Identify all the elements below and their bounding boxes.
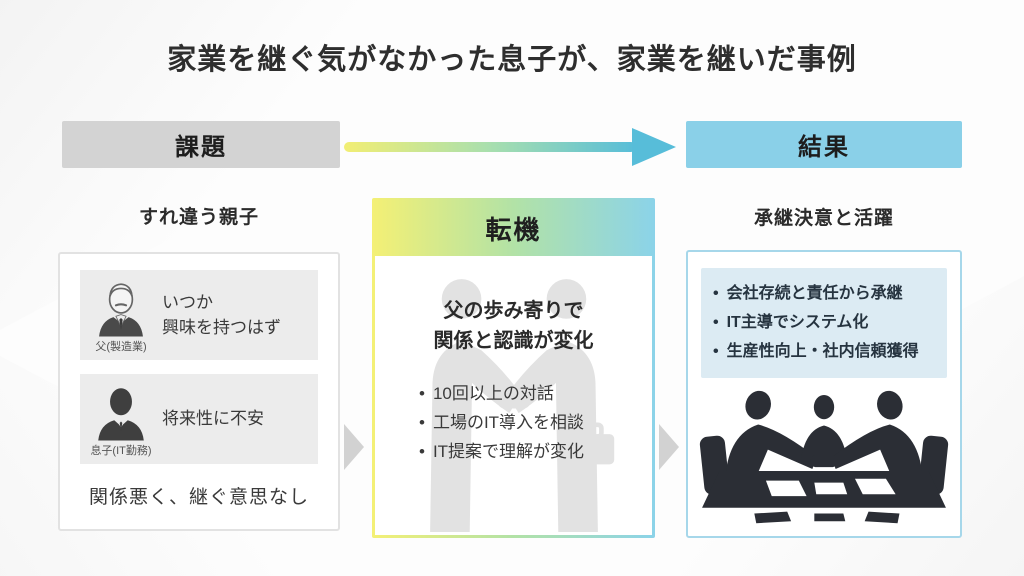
result-column-heading: 承継決意と活躍 [753,208,894,229]
turning-point-list: • 10回以上の対話 • 工場のIT導入を相談 • IT提案で理解が変化 [375,380,652,467]
problem-box: 父(製造業) いつか 興味を持つはず 息子(IT勤務) 将来性に不安 関係悪く、… [58,252,340,531]
result-list: • 会社存続と責任から承継 • IT主導でシステム化 • 生産性向上・社内信頼獲… [713,280,943,366]
turning-point-content: 父の歩み寄りで 関係と認識が変化 • 10回以上の対話 • 工場のIT導入を相談… [375,256,652,535]
list-item: • 生産性向上・社内信頼獲得 [713,338,943,367]
list-item: • 工場のIT導入を相談 [419,409,652,438]
list-item: • IT主導でシステム化 [713,309,943,338]
list-item-text: IT提案で理解が変化 [432,441,585,461]
list-item-text: 会社存続と責任から承継 [726,285,903,302]
chevron-right-icon [659,424,679,470]
problem-summary: 関係悪く、継ぐ意思なし [88,487,309,508]
flow-arrow-icon [344,128,676,166]
handshake-silhouette-icon [429,279,614,532]
son-label: 息子(IT勤務) [90,444,152,457]
list-item: • IT提案で理解が変化 [419,438,652,467]
father-icon [99,282,143,337]
father-label: 父(製造業) [95,340,147,353]
list-item: • 会社存続と責任から承継 [713,280,943,309]
bullet-icon: • [713,342,719,360]
result-header-label: 結果 [798,134,850,161]
son-icon-block: 息子(IT勤務) [80,381,162,458]
son-text: 将来性に不安 [162,409,264,429]
result-box: • 会社存続と責任から承継 • IT主導でシステム化 • 生産性向上・社内信頼獲… [686,250,962,538]
list-item-text: 工場のIT導入を相談 [432,412,585,432]
list-item-text: IT主導でシステム化 [726,313,869,331]
turning-point-headline: 父の歩み寄りで 関係と認識が変化 [433,300,594,352]
result-panel: • 会社存続と責任から承継 • IT主導でシステム化 • 生産性向上・社内信頼獲… [701,268,947,379]
bullet-icon: • [419,384,425,403]
son-icon [98,387,144,441]
bullet-icon: • [713,313,719,331]
page-title: 家業を継ぐ気がなかった息子が、家業を継いだ事例 [167,44,857,76]
problem-column-heading: すれ違う親子 [138,207,259,228]
bullet-icon: • [419,412,425,432]
bullet-icon: • [713,285,719,302]
chevron-right-icon [344,424,364,470]
list-item: • 10回以上の対話 [419,380,652,409]
father-text: いつか 興味を持つはず [162,292,281,338]
list-item-text: 10回以上の対話 [432,384,554,403]
list-item-text: 生産性向上・社内信頼獲得 [726,342,919,360]
problem-header-label: 課題 [175,134,227,161]
father-icon-block: 父(製造業) [80,277,162,354]
result-header: 結果 [686,121,962,168]
father-row: 父(製造業) いつか 興味を持つはず [80,270,318,360]
bullet-icon: • [419,441,425,461]
turning-point-header: 転機 [485,215,542,245]
son-row: 息子(IT勤務) 将来性に不安 [80,374,318,464]
problem-header: 課題 [62,121,340,168]
turning-point-box: 転機 父の歩み寄りで 関係と認識が変化 • 10回以上の対話 • 工場のIT [372,198,655,538]
meeting-silhouette-icon [699,390,949,524]
